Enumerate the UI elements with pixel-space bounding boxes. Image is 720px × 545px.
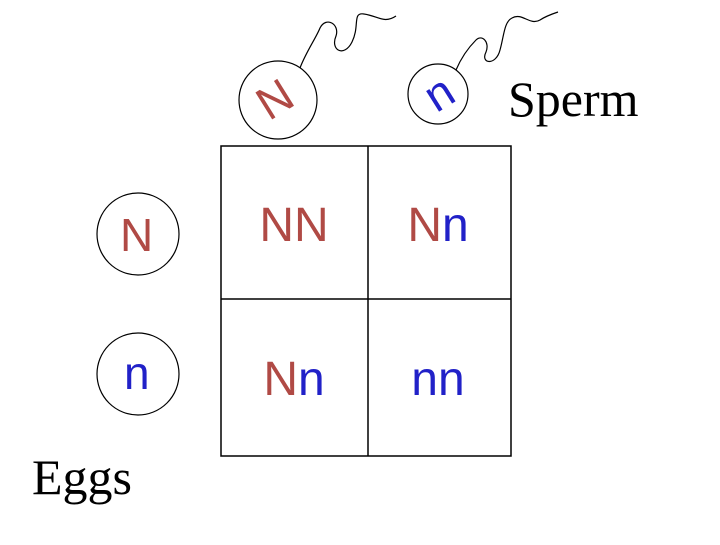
allele-letter-dominant: N (294, 199, 329, 252)
allele-letter-dominant: N (407, 199, 442, 252)
grid-cell-r1-c2: Nn (368, 202, 508, 250)
allele-letter-recessive: n (297, 353, 325, 406)
grid-cell-r2-c1: Nn (224, 356, 364, 404)
grid-cell-r2-c2: nn (368, 356, 508, 404)
sperm-label: Sperm (508, 71, 639, 127)
egg-cell-recessive (96, 332, 180, 416)
grid-cell-r1-c1: NN (224, 202, 364, 250)
allele-letter-recessive: n (441, 199, 469, 252)
eggs-label: Eggs (32, 449, 132, 505)
allele-letter-recessive: n (411, 353, 438, 406)
egg-allele-recessive: n (124, 347, 150, 399)
sperm-cell-dominant (238, 13, 397, 140)
allele-letter-dominant: N (259, 199, 294, 252)
egg-allele-dominant: N (120, 209, 154, 261)
sperm-cell-recessive (407, 11, 559, 125)
allele-letter-dominant: N (263, 353, 298, 406)
egg-cell-dominant (96, 192, 180, 276)
punnett-grid (220, 145, 512, 457)
allele-letter-recessive: n (438, 353, 465, 406)
